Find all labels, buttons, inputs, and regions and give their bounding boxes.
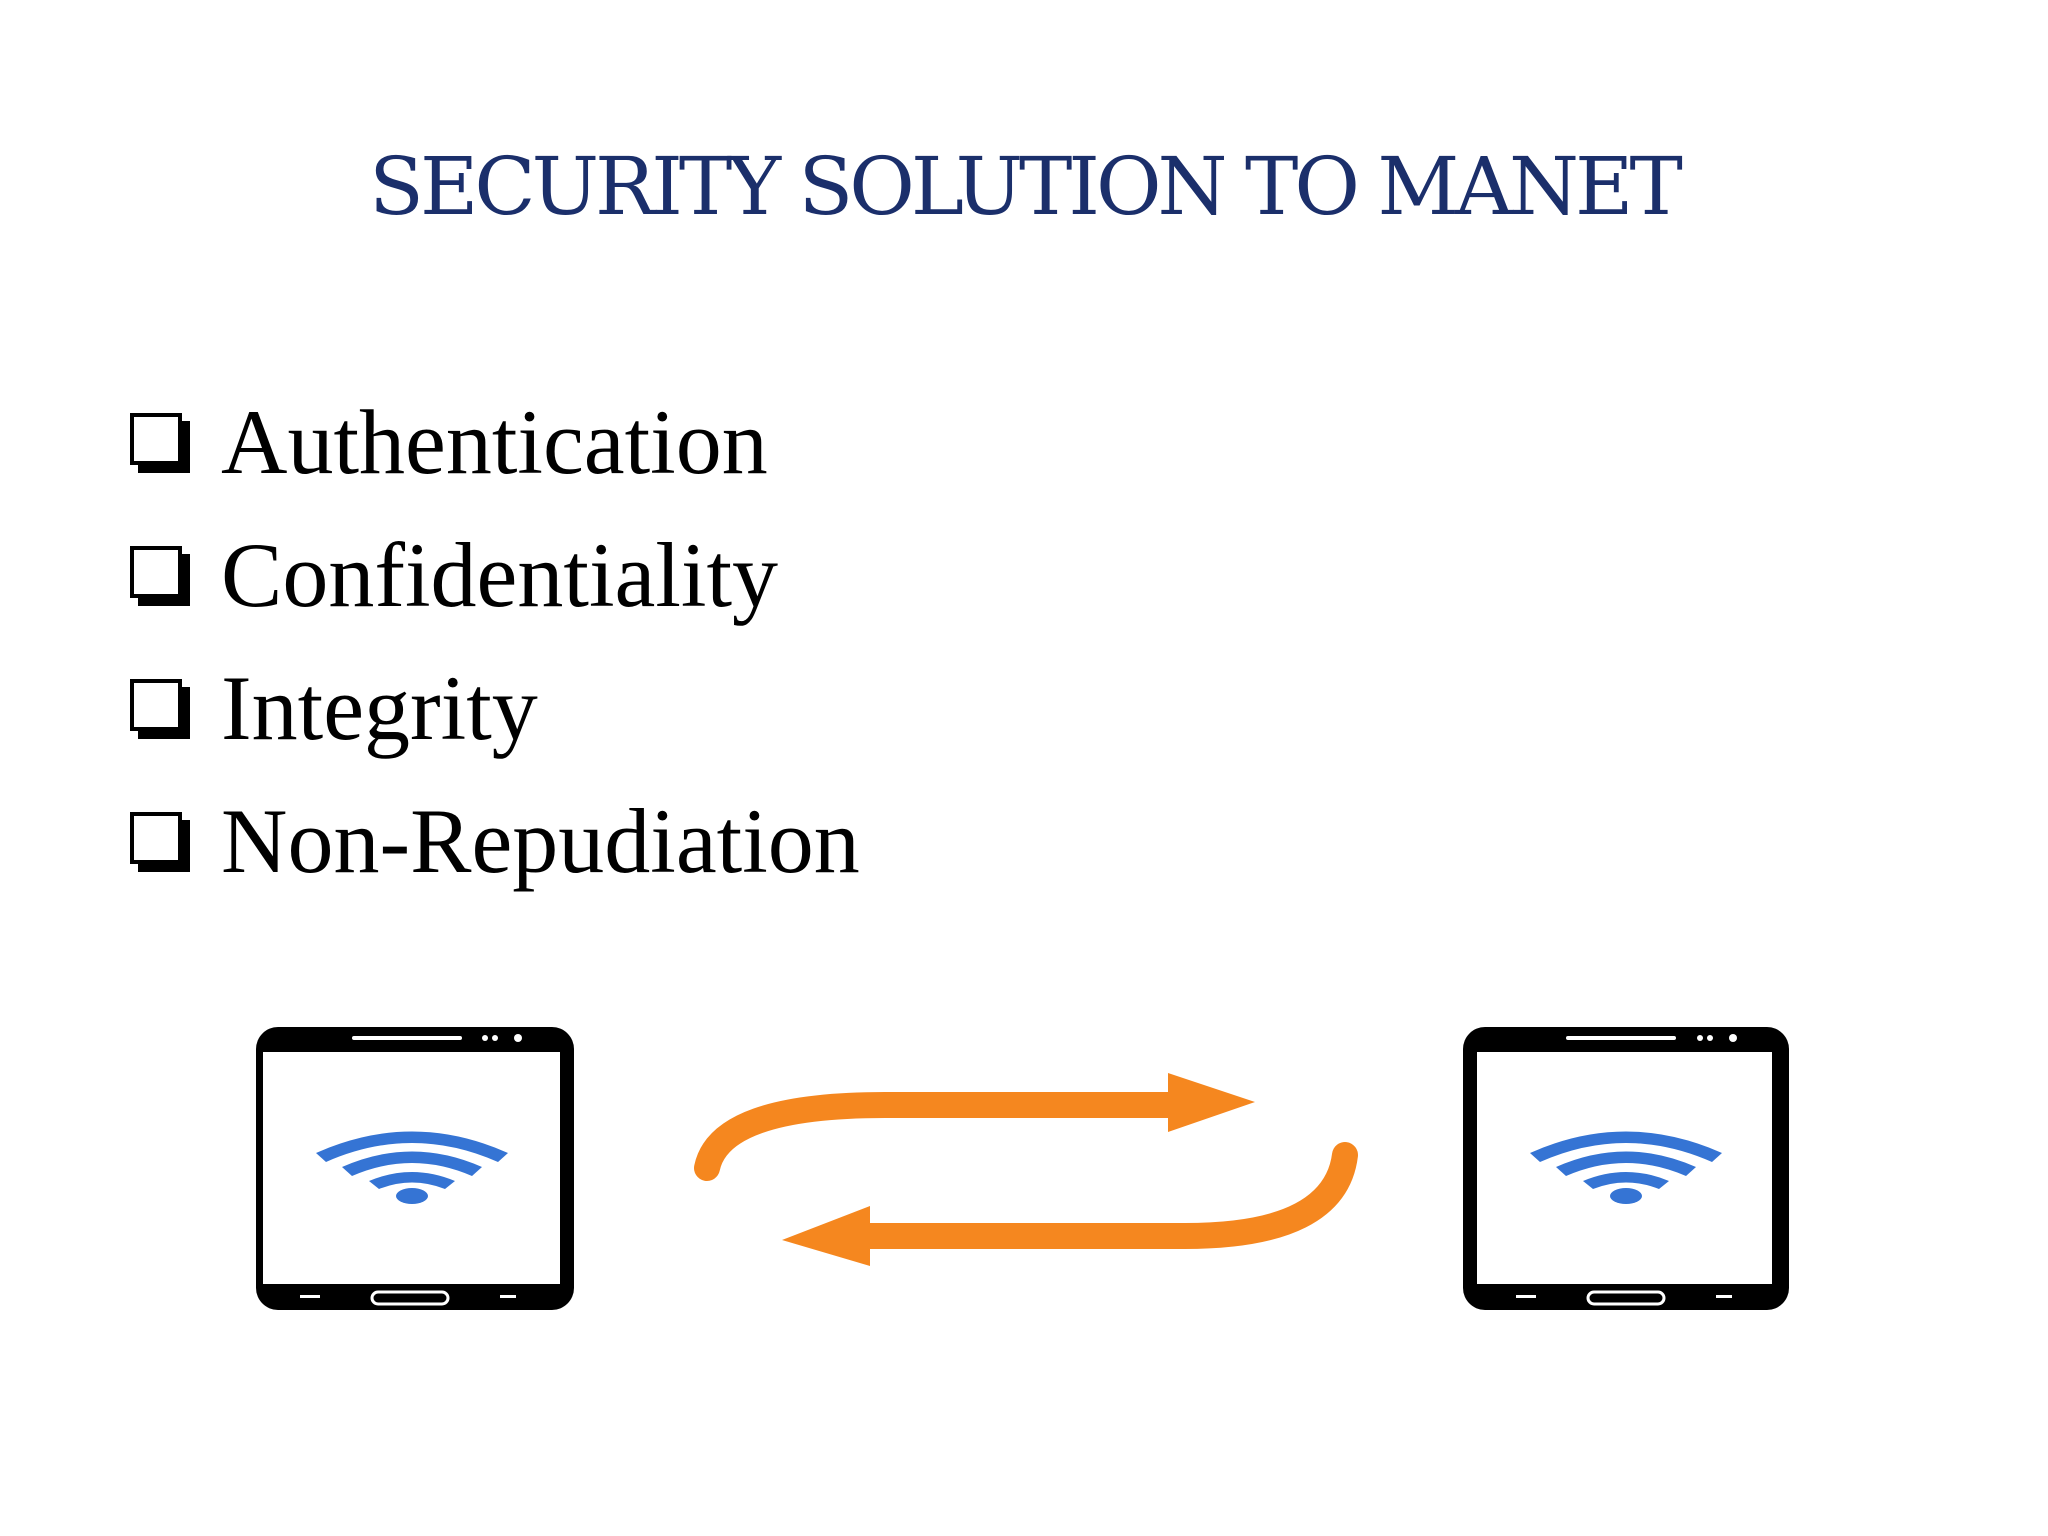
bullet-label: Authentication bbox=[221, 390, 768, 493]
checkbox-square-icon bbox=[130, 412, 190, 473]
bullet-item: Confidentiality bbox=[130, 508, 860, 641]
device-exchange-illustration bbox=[256, 1027, 1789, 1310]
two-way-arrows-icon bbox=[694, 1073, 1358, 1266]
checkbox-square-icon bbox=[130, 678, 190, 739]
left-smartphone-icon bbox=[256, 1027, 574, 1310]
bullet-label: Non-Repudiation bbox=[221, 789, 860, 892]
bullet-list: Authentication Confidentiality Integrity… bbox=[130, 375, 860, 907]
checkbox-square-icon bbox=[130, 811, 190, 872]
right-smartphone-icon bbox=[1463, 1027, 1789, 1310]
bullet-item: Integrity bbox=[130, 641, 860, 774]
bullet-label: Confidentiality bbox=[221, 523, 779, 626]
wifi-icon bbox=[316, 1131, 508, 1204]
checkbox-square-icon bbox=[130, 545, 190, 606]
bullet-item: Authentication bbox=[130, 375, 860, 508]
wifi-icon bbox=[1530, 1131, 1722, 1204]
bullet-item: Non-Repudiation bbox=[130, 774, 860, 907]
slide-title: SECURITY SOLUTION TO MANET bbox=[369, 140, 1683, 233]
bullet-label: Integrity bbox=[221, 656, 538, 759]
